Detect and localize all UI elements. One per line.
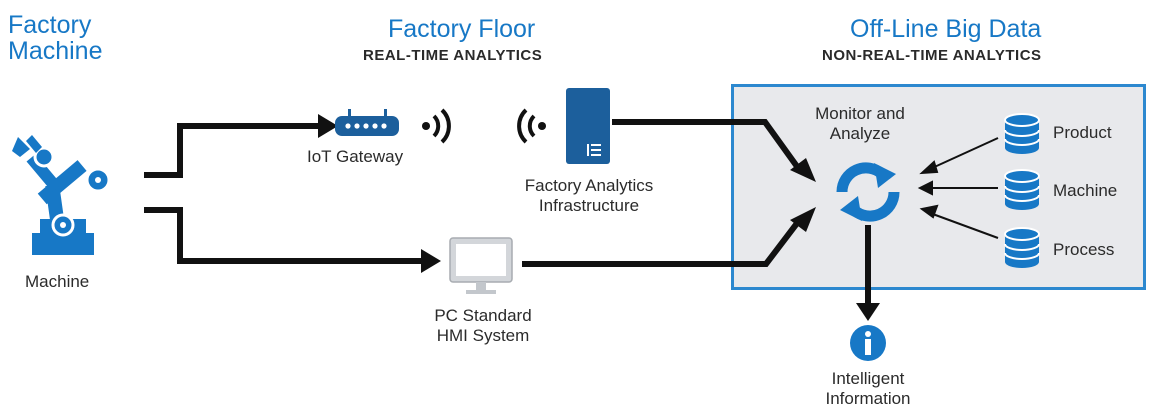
machine-label: Machine [25, 272, 90, 291]
arrowhead-hmi [421, 249, 441, 273]
label-line: Intelligent [831, 369, 905, 388]
monitor-analyze-label: Monitor and Analyze [800, 104, 920, 144]
label-line: PC Standard [434, 306, 532, 325]
arrowhead-monitor-bottom [790, 207, 816, 232]
wireless-signal-icon [517, 108, 546, 144]
section-title-line: Machine [8, 37, 103, 65]
arrow-process-to-monitor [929, 212, 999, 239]
section-subtitle-factory-floor: REAL-TIME ANALYTICS [363, 47, 543, 64]
section-subtitle-offline: NON-REAL-TIME ANALYTICS [822, 47, 1042, 64]
arrow-hmi-to-monitor [522, 216, 804, 267]
intelligent-information-label: Intelligent Information [793, 369, 943, 409]
info-icon [850, 325, 886, 361]
arrow-machine-to-gateway [144, 123, 320, 178]
label-line: Information [825, 389, 911, 408]
monitor-icon [449, 237, 513, 294]
iot-gateway-label: IoT Gateway [307, 147, 404, 166]
database-icon [1004, 227, 1040, 268]
arrow-analytics-to-monitor [612, 119, 804, 174]
arrow-machine-to-hmi [144, 207, 424, 264]
refresh-cycle-icon [836, 162, 900, 222]
label-line: Infrastructure [538, 196, 640, 215]
arrowhead-monitor-top [790, 158, 816, 182]
database-label-process: Process [1053, 240, 1115, 259]
router-icon [335, 108, 451, 144]
label-line: Analyze [829, 124, 891, 143]
arrowhead-gateway [318, 114, 338, 138]
wireless-signal-icon [422, 108, 451, 144]
factory-analytics-label: Factory Analytics Infrastructure [504, 176, 674, 216]
database-icon [1004, 169, 1040, 210]
arrow-product-to-monitor [929, 137, 999, 170]
label-line: Factory Analytics [524, 176, 654, 195]
robot-arm-icon [12, 135, 111, 255]
label-line: HMI System [436, 326, 530, 345]
section-title-factory-floor: Factory Floor [388, 15, 536, 43]
database-icon [1004, 113, 1040, 154]
database-label-machine: Machine [1053, 181, 1118, 200]
section-title-line: Factory [8, 11, 92, 39]
label-line: Monitor and [815, 104, 905, 123]
database-label-product: Product [1053, 123, 1112, 142]
section-title-factory-machine: Factory Machine [8, 12, 103, 64]
arrowhead-info [856, 303, 880, 321]
section-title-offline: Off-Line Big Data [850, 15, 1042, 43]
server-tower-icon [517, 88, 610, 164]
pc-hmi-label: PC Standard HMI System [408, 306, 558, 346]
